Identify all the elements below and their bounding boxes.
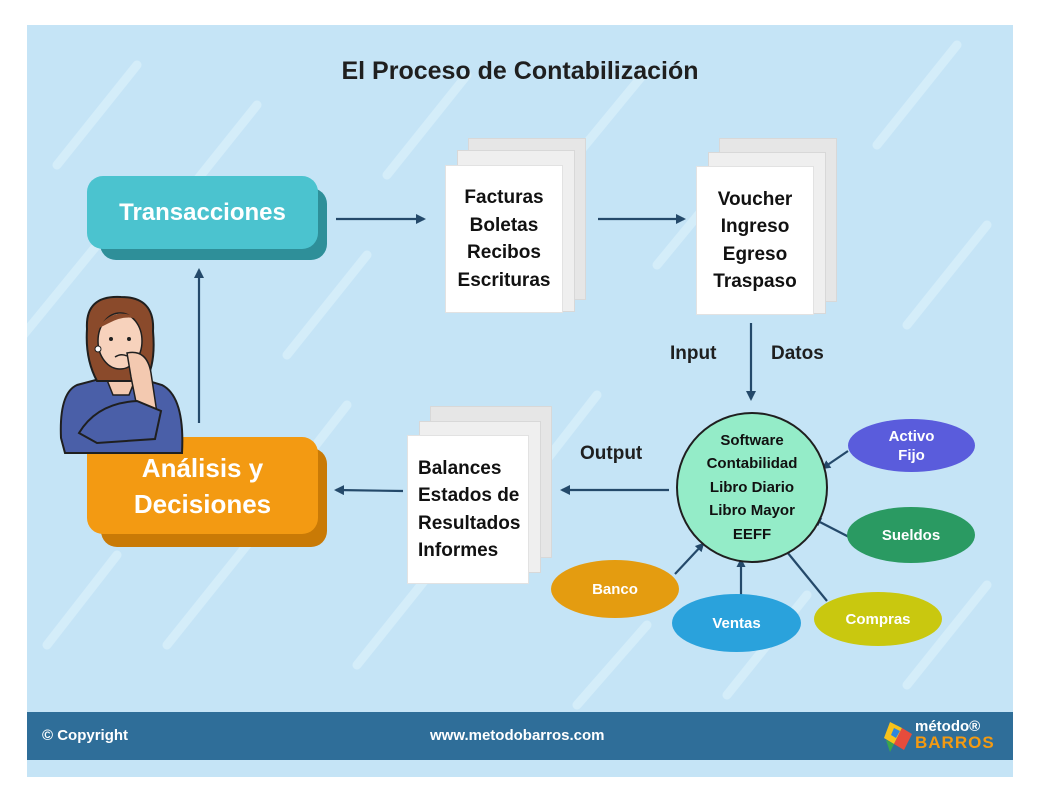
ventas-label: Ventas [712,614,761,632]
banco-ellipse: Banco [551,560,679,618]
software-line-2: Contabilidad [706,455,798,473]
activo-fijo-line1: Activo [888,427,935,445]
software-line-4: Libro Mayor [709,502,795,520]
doc1-line-facturas: Facturas [464,187,544,208]
footer-bottom-strip [27,760,1013,777]
compras-label: Compras [845,610,911,628]
ventas-ellipse: Ventas [672,594,801,652]
logo-mark-icon [884,722,912,752]
analisis-line2: Decisiones [133,488,272,519]
doc1-line-escrituras: Escrituras [457,269,551,291]
doc-stack-3: Balances Estados de Resultados Informes [407,435,529,584]
transacciones-box: Transacciones [87,176,318,249]
activo-fijo-line2: Fijo [898,446,925,464]
software-circle: Software Contabilidad Libro Diario Libro… [676,412,828,563]
doc1-line-boletas: Boletas [469,214,539,236]
output-label: Output [580,443,643,464]
doc3-line-resultados: Resultados [418,512,521,534]
doc3-line-estados: Estados de [418,485,520,506]
logo-top-text: método® [915,718,981,735]
doc3-line-informes: Informes [418,540,499,561]
connector-arrows [194,214,850,602]
diagram-title: El Proceso de Contabilización [341,57,699,85]
diagram-canvas: El Proceso de Contabilización Transaccio… [27,25,1013,777]
metodo-barros-logo: método® BARROS [884,717,1004,757]
doc2-line-egreso: Egreso [722,243,788,265]
sueldos-ellipse: Sueldos [847,507,975,563]
doc1-line-recibos: Recibos [467,242,541,263]
doc2-line-voucher: Voucher [717,188,793,210]
website-link[interactable]: www.metodobarros.com [430,727,605,744]
compras-ellipse: Compras [814,592,942,646]
input-label: Input [670,343,717,364]
transacciones-label: Transacciones [119,198,286,226]
doc-stack-1: Facturas Boletas Recibos Escrituras [445,165,563,313]
arrow-activo-software [821,450,849,470]
arrow-compras-software [781,545,828,602]
sueldos-label: Sueldos [881,526,941,544]
arrow-sueldos-software [812,518,850,538]
software-line-5: EEFF [732,525,772,543]
arrow-output-analisis [334,485,404,496]
analisis-box: Análisis y Decisiones [87,437,318,534]
banco-label: Banco [592,580,638,598]
arrow-banco-software [674,542,705,575]
doc-stack-2: Voucher Ingreso Egreso Traspaso [696,166,814,315]
logo-bottom-text: BARROS [915,733,995,752]
activo-fijo-ellipse: Activo Fijo [848,419,975,472]
datos-label: Datos [771,343,824,364]
doc3-line-balances: Balances [418,457,502,479]
copyright-text: © Copyright [42,727,129,744]
software-line-1: Software [720,431,784,449]
analisis-line1: Análisis y [141,452,264,483]
woman-thinking-illustration [59,295,184,454]
footer-bar: © Copyright www.metodobarros.com método®… [27,712,1013,760]
doc2-line-traspaso: Traspaso [713,271,797,292]
software-line-3: Libro Diario [709,478,795,496]
doc2-line-ingreso: Ingreso [720,216,790,237]
